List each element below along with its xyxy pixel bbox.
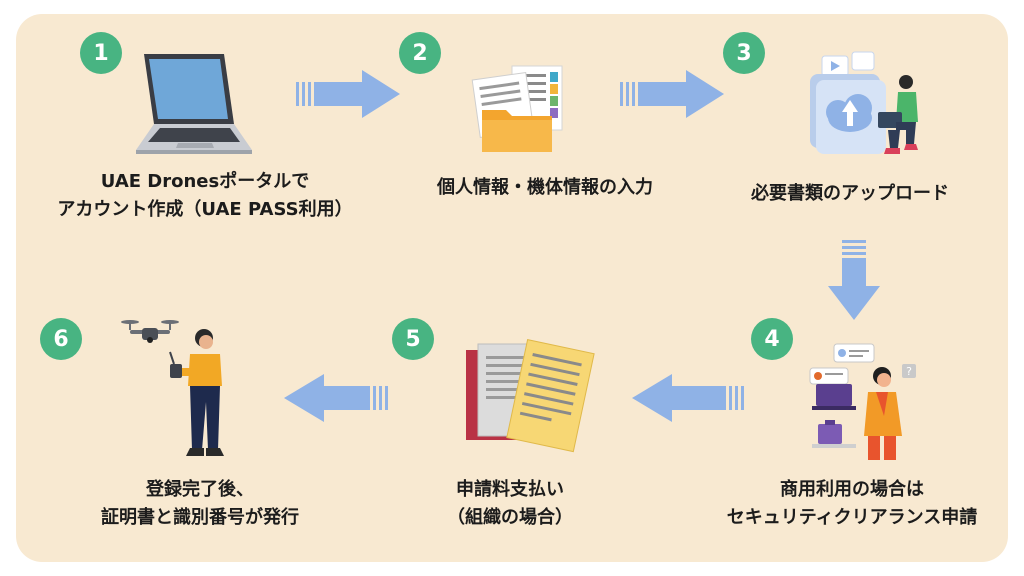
- security-clearance-icon: ?: [809, 343, 916, 460]
- step-2-label: 個人情報・機体情報の入力: [437, 177, 653, 198]
- arrow-2-to-3: [620, 70, 724, 118]
- step-6-label: 登録完了後、証明書と識別番号が発行: [101, 479, 299, 528]
- step-5-badge: 5: [392, 318, 434, 360]
- step-6-badge: 6: [40, 318, 82, 360]
- arrow-4-to-5: [632, 374, 744, 422]
- svg-text:?: ?: [906, 365, 912, 378]
- arrow-1-to-2: [296, 70, 400, 118]
- arrow-5-to-6: [284, 374, 388, 422]
- laptop-icon: [136, 54, 252, 154]
- drone-pilot-icon: [121, 320, 224, 456]
- step-3-badge: 3: [723, 32, 765, 74]
- step-1-label: UAE Dronesポータルでアカウント作成（UAE PASS利用）: [57, 171, 353, 220]
- step-1-badge: 1: [80, 32, 122, 74]
- step-3-label: 必要書類のアップロード: [751, 183, 949, 204]
- cloud-upload-icon: [810, 51, 918, 154]
- step-4-badge: 4: [751, 318, 793, 360]
- step-2-badge: 2: [399, 32, 441, 74]
- paper-documents-icon: [466, 339, 595, 453]
- step-4-label: 商用利用の場合はセキュリティクリアランス申請: [726, 479, 978, 528]
- step-5-label: 申請料支払い（組織の場合）: [447, 479, 573, 528]
- documents-folder-icon: [471, 65, 563, 152]
- arrow-3-to-4: [828, 240, 880, 320]
